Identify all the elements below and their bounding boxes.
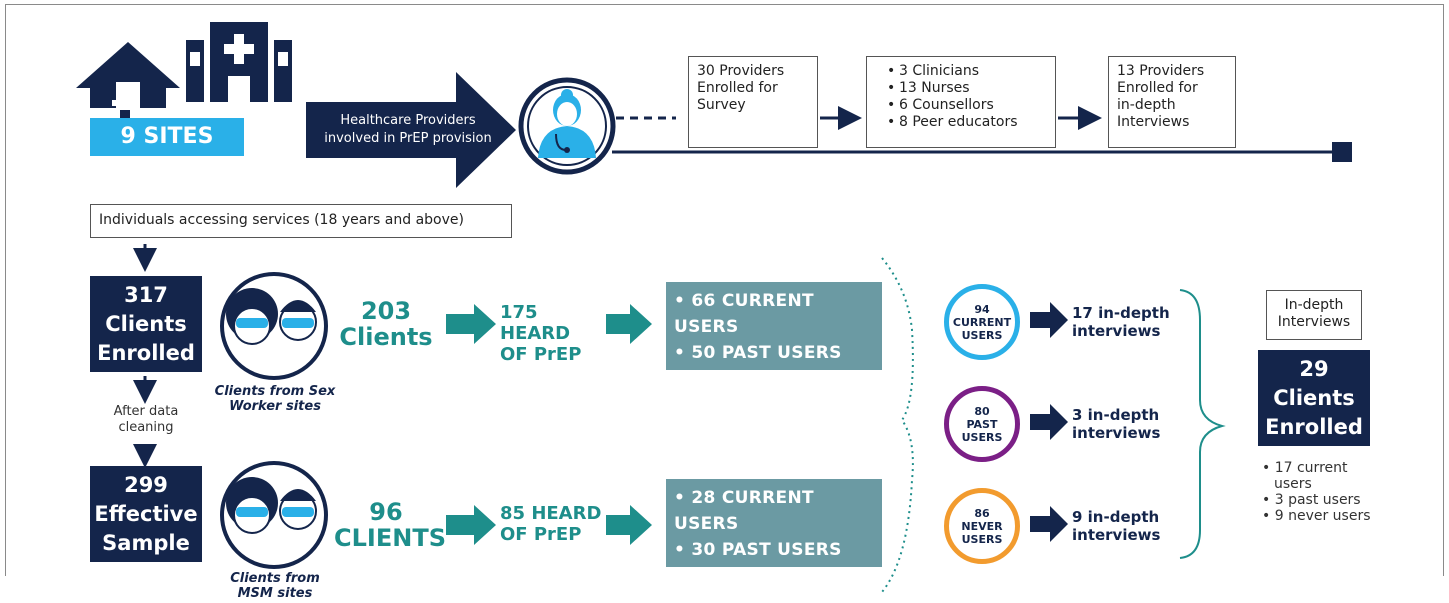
interview-count: 9 in-depth — [1072, 508, 1160, 526]
interview-line: Interviews — [1117, 114, 1190, 130]
effective-label: Sample — [102, 531, 190, 555]
breakdown-text: 3 past users — [1274, 492, 1361, 508]
group-label: USERS — [961, 328, 1003, 342]
indepth-header-box: In-depth Interviews — [1266, 290, 1362, 340]
role-item: 3 Clinicians — [887, 63, 1047, 80]
nurse-avatar-icon — [518, 77, 616, 175]
indepth-label: Enrolled — [1265, 415, 1363, 439]
user-count-item: 59 NEVER USERS — [674, 366, 874, 392]
breakdown-item: • 9 never users — [1262, 508, 1371, 524]
cleaning-line: After data — [113, 404, 179, 419]
msm-heard: 85 HEARD OF PrEP — [500, 503, 612, 545]
user-count-item: 30 PAST USERS — [674, 537, 874, 563]
caption-line: Worker sites — [229, 399, 321, 414]
interview-word: interviews — [1072, 424, 1161, 442]
heard-line: 85 HEARD — [500, 503, 602, 524]
enrolled-box: 317 Clients Enrolled — [90, 276, 202, 372]
timeline-end-marker — [1332, 142, 1352, 162]
sex-worker-caption: Clients from Sex Worker sites — [212, 384, 338, 414]
user-count-item: 50 PAST USERS — [674, 340, 874, 366]
group-label: PAST — [966, 417, 998, 431]
caption-line: Clients from — [230, 571, 320, 586]
never-users-circle: 86 NEVER USERS — [944, 488, 1020, 564]
provider-roles-box: 3 Clinicians 13 Nurses 6 Counsellors 8 P… — [866, 56, 1056, 148]
interview-line: Enrolled for — [1117, 80, 1198, 96]
cleaning-line: cleaning — [118, 420, 174, 435]
user-count-item: 28 CURRENT USERS — [674, 485, 874, 537]
individuals-box: Individuals accessing services (18 years… — [90, 204, 512, 238]
effective-count: 299 — [124, 473, 168, 497]
caption-line: Clients from Sex — [214, 384, 336, 399]
effective-label: Effective — [94, 502, 198, 526]
cleaning-label: After data cleaning — [96, 404, 196, 436]
group-count: 94 — [974, 302, 990, 316]
role-item: 8 Peer educators — [887, 114, 1047, 131]
indepth-count: 29 — [1299, 357, 1329, 381]
msm-caption: Clients from MSM sites — [212, 571, 338, 601]
enrolled-count: 317 — [124, 283, 168, 307]
enrolled-label: Enrolled — [97, 341, 195, 365]
interview-line: in-depth — [1117, 97, 1176, 113]
indepth-enrolled-box: 29 Clients Enrolled — [1258, 350, 1370, 446]
header-line: Interviews — [1277, 314, 1351, 330]
caption-line: MSM sites — [237, 586, 313, 601]
current-users-circle: 94 CURRENT USERS — [944, 284, 1020, 360]
heard-line: OF PrEP — [500, 344, 582, 365]
role-item: 13 Nurses — [887, 80, 1047, 97]
effective-sample-box: 299 Effective Sample — [90, 466, 202, 562]
interview-providers-box: 13 Providers Enrolled for in-depth Inter… — [1108, 56, 1236, 148]
past-interviews-label: 3 in-depth interviews — [1072, 406, 1160, 442]
interview-word: interviews — [1072, 322, 1161, 340]
survey-line: Survey — [697, 97, 746, 113]
survey-line: Enrolled for — [697, 80, 778, 96]
group-label: CURRENT — [952, 315, 1012, 329]
breakdown-text: 17 current users — [1274, 460, 1348, 492]
indepth-label: Clients — [1273, 386, 1355, 410]
sex-worker-count: 203 Clients — [334, 298, 438, 350]
header-line: In-depth — [1284, 297, 1344, 313]
figure-frame — [5, 4, 1444, 576]
interview-line: 13 Providers — [1117, 63, 1205, 79]
heard-line: OF PrEP — [500, 524, 582, 545]
msm-users-box: 28 CURRENT USERS 30 PAST USERS 27 NEVER … — [666, 479, 882, 586]
sites-label: 9 SITES — [90, 118, 244, 156]
breakdown-item: • 17 current users — [1262, 460, 1348, 492]
hospital-building-icon — [186, 22, 292, 102]
breakdown-text: 9 never users — [1274, 508, 1371, 524]
sex-worker-users-box: 66 CURRENT USERS 50 PAST USERS 59 NEVER … — [666, 282, 882, 389]
msm-count: 96 CLIENTS — [334, 498, 446, 552]
survey-providers-box: 30 Providers Enrolled for Survey — [688, 56, 818, 148]
count-number: 96 — [369, 498, 403, 526]
sex-worker-heard: 175 HEARD OF PrEP — [500, 302, 612, 365]
enrolled-label: Clients — [105, 312, 187, 336]
providers-arrow-shape — [306, 72, 516, 188]
user-count-item: 27 NEVER USERS — [674, 563, 874, 589]
sex-worker-clients-icon — [220, 272, 328, 380]
survey-line: 30 Providers — [697, 63, 785, 79]
count-label: Clients — [339, 323, 433, 351]
group-label: NEVER — [961, 519, 1003, 533]
interview-count: 3 in-depth — [1072, 406, 1160, 424]
count-label: CLIENTS — [334, 524, 446, 552]
heard-line: 175 HEARD — [500, 302, 571, 344]
group-count: 86 — [974, 506, 990, 520]
past-users-circle: 80 PAST USERS — [944, 386, 1020, 462]
never-interviews-label: 9 in-depth interviews — [1072, 508, 1160, 544]
breakdown-item: • 3 past users — [1262, 492, 1361, 508]
group-label: USERS — [961, 532, 1003, 546]
role-item: 6 Counsellors — [887, 97, 1047, 114]
user-count-item: 66 CURRENT USERS — [674, 288, 874, 340]
interview-word: interviews — [1072, 526, 1161, 544]
current-interviews-label: 17 in-depth interviews — [1072, 304, 1170, 340]
providers-arrow-line2: involved in PrEP provision — [324, 131, 492, 146]
msm-clients-icon — [220, 461, 328, 569]
count-number: 203 — [360, 297, 412, 325]
group-count: 80 — [974, 404, 990, 418]
providers-arrow-text: Healthcare Providers involved in PrEP pr… — [310, 112, 506, 148]
indepth-breakdown-list: • 17 current users • 3 past users • 9 ne… — [1262, 460, 1372, 524]
group-label: USERS — [961, 430, 1003, 444]
providers-arrow-line1: Healthcare Providers — [340, 113, 476, 128]
interview-count: 17 in-depth — [1072, 304, 1170, 322]
